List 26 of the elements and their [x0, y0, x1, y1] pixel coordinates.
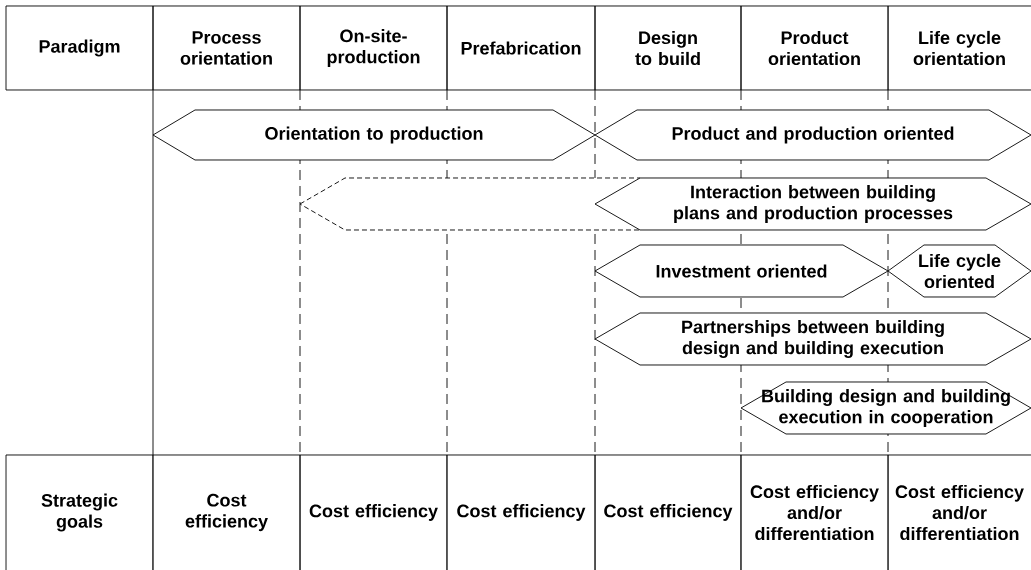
table-cell: Paradigm [5, 5, 154, 91]
node-label: Partnerships between building design and building execution [682, 320, 944, 358]
table-cell: On-site-production [299, 5, 448, 91]
table-cell: Design to build [594, 5, 742, 91]
node-label: Product and production oriented [672, 126, 954, 144]
node-label: Building design and building execution in cooperation [762, 389, 1010, 427]
hexagon-band: Interaction between building plans and production processes [299, 177, 1031, 231]
table-cell: Cost efficiency [446, 454, 596, 570]
table-cell: Cost efficiency [152, 454, 301, 570]
table-cell: Life cycle orientation [887, 5, 1031, 91]
table-cell: Process orientation [152, 5, 301, 91]
hexagon-band: Life cycle oriented [887, 244, 1031, 298]
table-cell: Product orientation [740, 5, 889, 91]
hexagon-band: Building design and building execution in cooperation [740, 381, 1031, 435]
table-cell: Cost efficiency [594, 454, 742, 570]
hexagon-band: Product and production oriented [594, 109, 1031, 161]
table-cell: Prefabrication [446, 5, 596, 91]
table-cell: Cost efficiency and/or differentiation [887, 454, 1031, 570]
hexagon-band: Partnerships between building design and building execution [594, 312, 1031, 366]
hexagon-band: Orientation to production [152, 109, 596, 161]
table-cell: Cost efficiency [299, 454, 448, 570]
table-cell: Strategic goals [5, 454, 154, 570]
node-label: Interaction between building plans and production processes [674, 185, 953, 223]
node-label: Life cycle oriented [919, 253, 1001, 289]
table-cell: Cost efficiency and/or differentiation [740, 454, 889, 570]
hexagon-band: Investment oriented [594, 244, 889, 298]
